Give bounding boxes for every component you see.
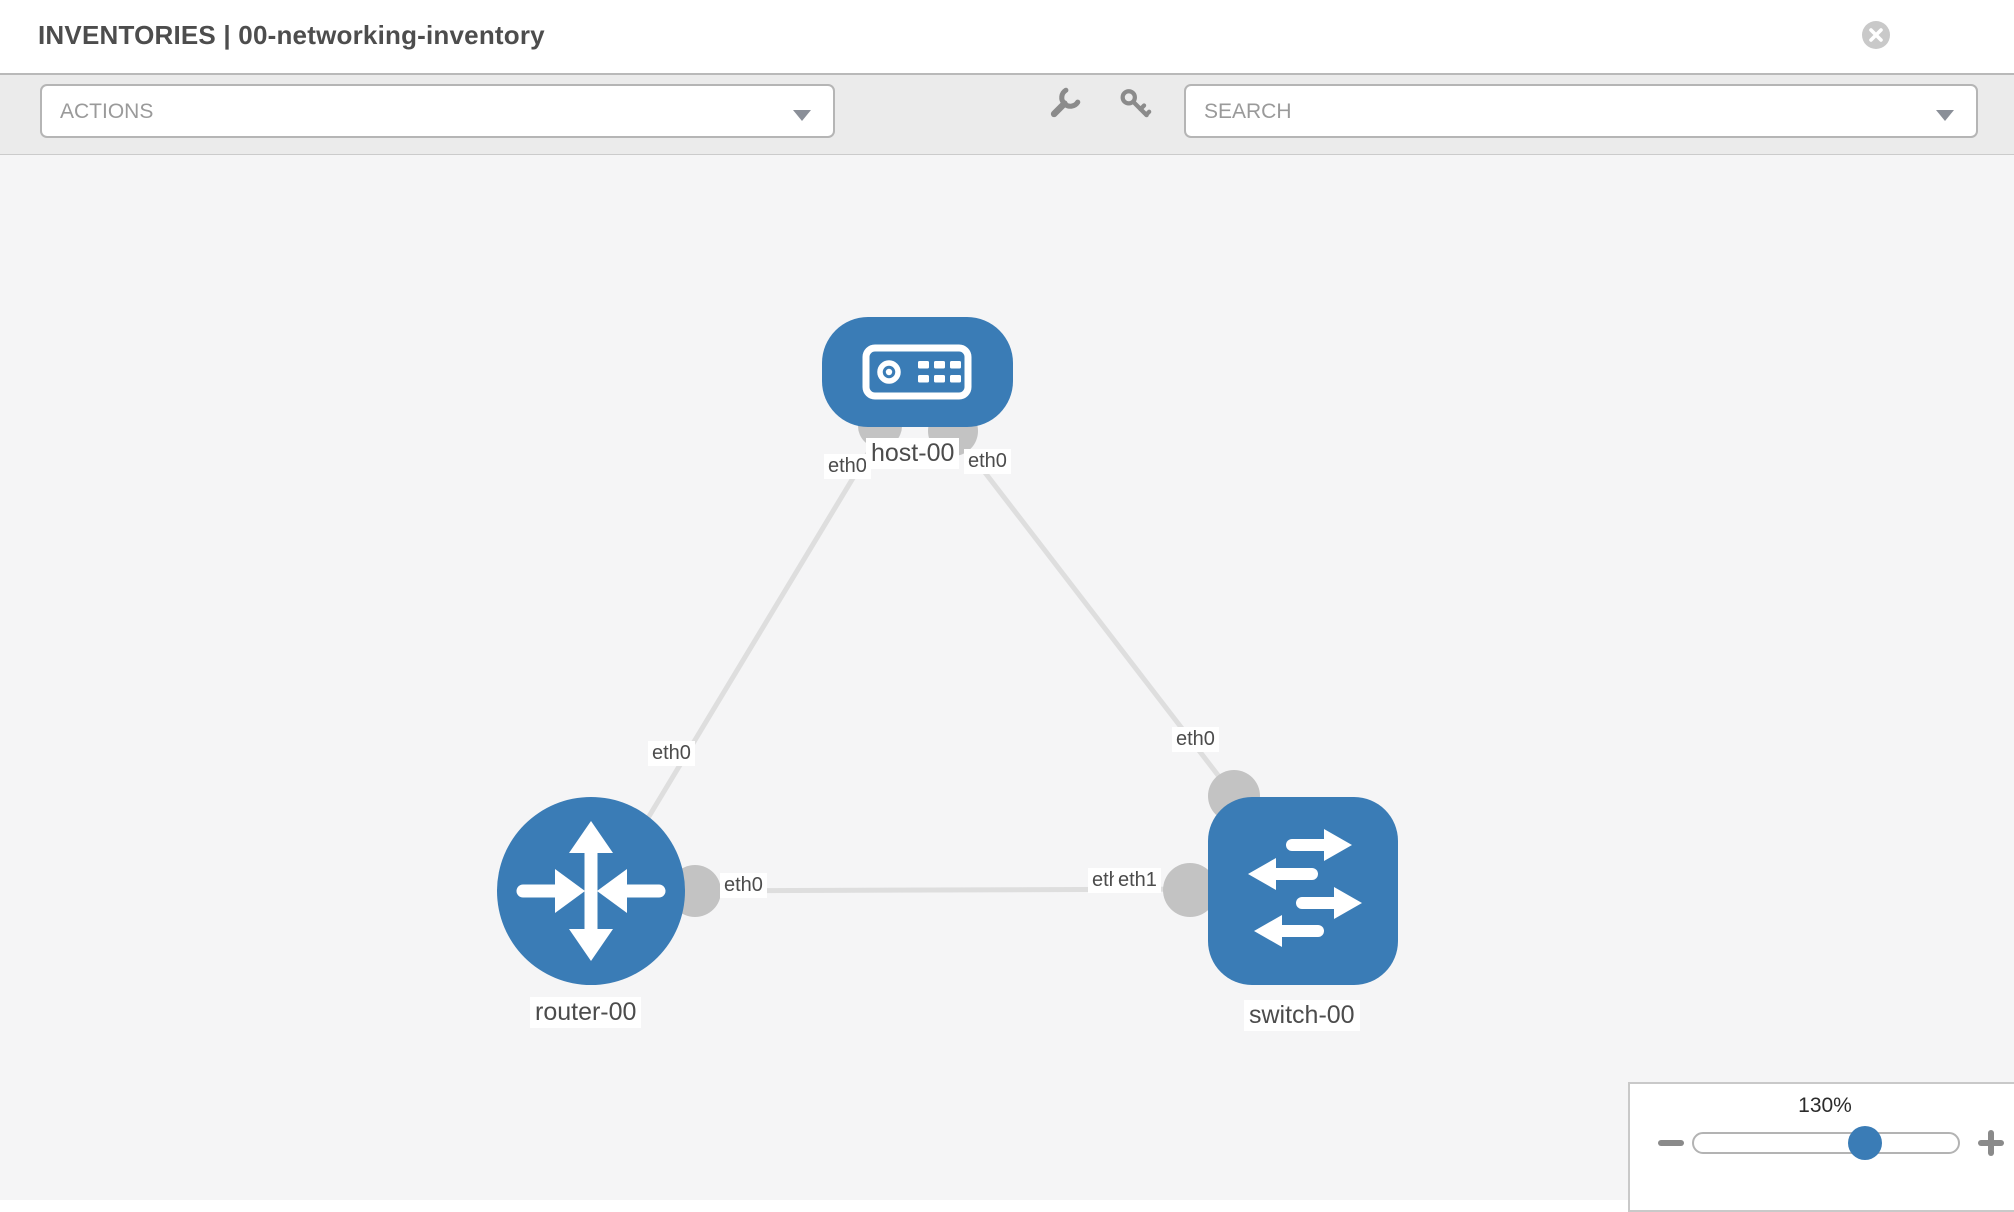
switch-icon <box>1248 829 1362 947</box>
node-label-router: router-00 <box>530 997 642 1028</box>
interface-label: eth1 <box>1114 868 1161 893</box>
toolbar: ACTIONS SEARCH <box>0 75 2014 156</box>
zoom-in-plus-button[interactable] <box>1978 1130 2004 1156</box>
host-icon <box>862 344 972 400</box>
page-title: INVENTORIES | 00-networking-inventory <box>38 20 545 50</box>
node-router-00[interactable] <box>497 797 685 985</box>
node-host-00[interactable] <box>822 317 1013 427</box>
zoom-panel: 130% <box>1628 1082 2014 1212</box>
close-button[interactable] <box>1862 21 1890 49</box>
zoom-out-minus-button[interactable] <box>1658 1140 1684 1146</box>
node-label-switch: switch-00 <box>1244 1000 1360 1031</box>
chevron-down-icon <box>1936 110 1954 121</box>
credentials-key-button[interactable] <box>1118 86 1152 120</box>
topology-canvas[interactable]: eth0 eth0 eth0 eth0 eth0 eth0 eth1 host-… <box>0 155 2014 1200</box>
chevron-down-icon <box>793 110 811 121</box>
interface-label: eth0 <box>648 741 695 766</box>
interface-label: eth0 <box>720 873 767 898</box>
search-dropdown-label: SEARCH <box>1204 100 1292 123</box>
key-icon <box>1120 89 1152 118</box>
configure-wrench-button[interactable] <box>1048 86 1082 120</box>
close-icon <box>1869 28 1883 42</box>
actions-dropdown[interactable]: ACTIONS <box>40 84 835 138</box>
zoom-slider-thumb[interactable] <box>1848 1126 1882 1160</box>
zoom-percent-value: 130% <box>1798 1094 1852 1117</box>
links-layer <box>645 404 1260 917</box>
wrench-icon <box>1050 87 1081 118</box>
search-dropdown[interactable]: SEARCH <box>1184 84 1978 138</box>
node-label-host: host-00 <box>866 438 960 469</box>
node-switch-00[interactable] <box>1208 797 1398 985</box>
interface-label: eth0 <box>824 454 871 479</box>
router-icon <box>516 821 666 961</box>
zoom-slider[interactable] <box>1692 1126 1960 1160</box>
interface-label: eth0 <box>1172 727 1219 752</box>
panel-header: INVENTORIES | 00-networking-inventory <box>0 0 2014 75</box>
interface-label: eth0 <box>964 449 1011 474</box>
actions-dropdown-label: ACTIONS <box>60 100 154 123</box>
interface-endpoint <box>1163 863 1217 917</box>
